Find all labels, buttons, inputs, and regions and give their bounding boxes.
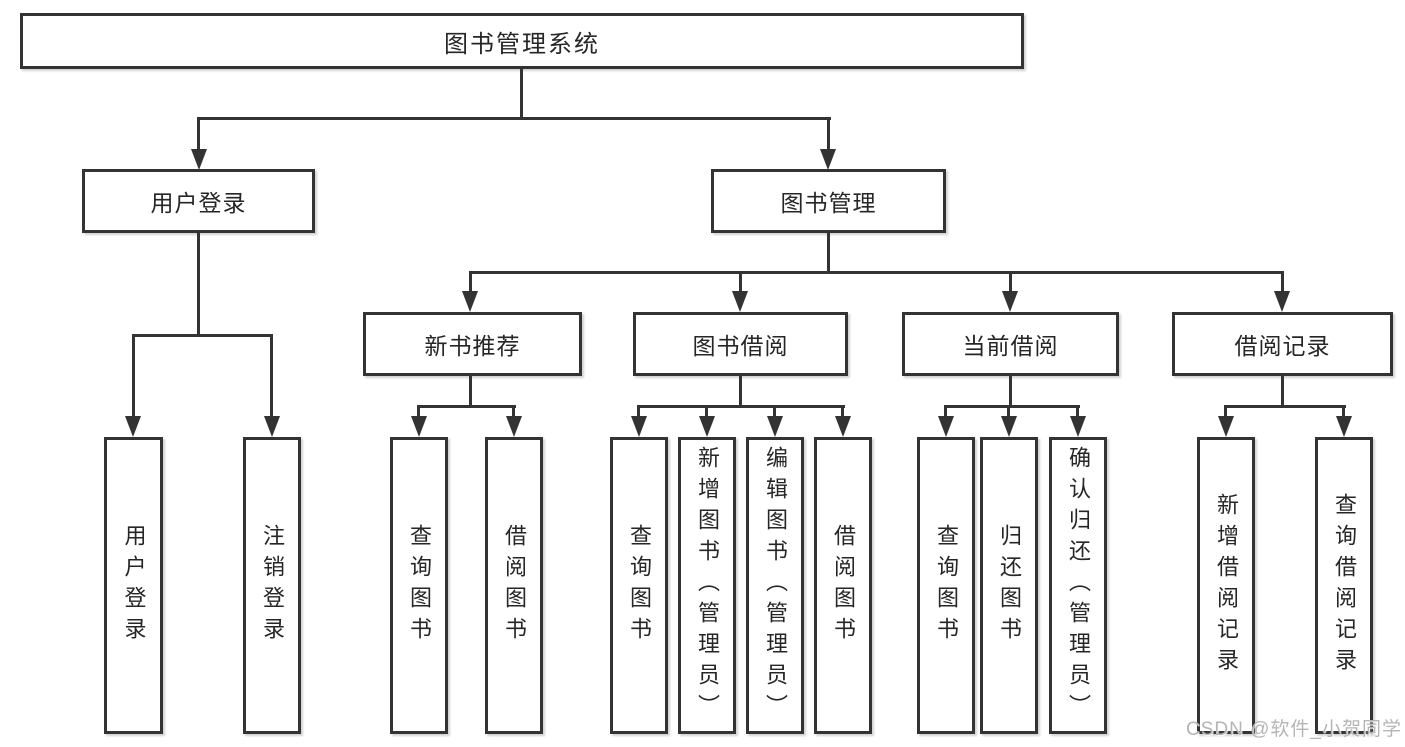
arrowhead-borrow-records xyxy=(1274,291,1290,312)
node-book-borrow-label: 图书借阅 xyxy=(692,333,789,359)
leaf-recommend-borrow-books-label: 借阅图书 xyxy=(502,523,527,648)
node-borrow-records: 借阅记录 xyxy=(1172,312,1393,376)
edge-drop-recommend-borrow xyxy=(512,405,515,418)
edge-current-rail xyxy=(944,405,1080,408)
leaf-borrow-borrow-books-label: 借阅图书 xyxy=(831,523,856,648)
edge-drop-book-management xyxy=(827,117,830,151)
node-borrow-records-label: 借阅记录 xyxy=(1234,333,1331,359)
edge-drop-borrow-records xyxy=(1281,271,1284,293)
edge-records-stem xyxy=(1281,373,1284,408)
node-library-management-system-label: 图书管理系统 xyxy=(444,30,600,58)
edge-user-login-stem xyxy=(197,230,200,336)
leaf-current-query-books-label: 查询图书 xyxy=(934,523,959,648)
node-current-borrow: 当前借阅 xyxy=(902,312,1119,376)
leaf-current-confirm-return-admin-label: 确认归还（管理员） xyxy=(1066,446,1091,725)
edge-drop-user-login xyxy=(197,117,200,151)
leaf-borrow-edit-books-admin-label: 编辑图书（管理员） xyxy=(763,446,788,725)
leaf-current-return-books: 归还图书 xyxy=(980,437,1038,734)
leaf-borrow-add-books-admin: 新增图书（管理员） xyxy=(678,437,736,734)
leaf-borrow-borrow-books: 借阅图书 xyxy=(814,437,872,734)
arrowhead-current-query xyxy=(938,416,954,437)
leaf-recommend-query-books: 查询图书 xyxy=(390,437,448,734)
node-library-management-system: 图书管理系统 xyxy=(20,13,1024,69)
edge-drop-borrow-borrow xyxy=(841,405,844,418)
edge-drop-borrow-edit xyxy=(773,405,776,418)
arrowhead-current-borrow xyxy=(1002,291,1018,312)
leaf-records-add-record-label: 新增借阅记录 xyxy=(1214,492,1239,679)
edge-user-login-rail xyxy=(132,334,273,337)
leaf-records-add-record: 新增借阅记录 xyxy=(1197,437,1255,734)
edge-recommend-stem xyxy=(469,373,472,408)
leaf-current-return-books-label: 归还图书 xyxy=(997,523,1022,648)
arrowhead-user-login xyxy=(191,149,207,170)
arrowhead-borrow-borrow xyxy=(835,416,851,437)
edge-drop-leaf-logout xyxy=(270,334,273,417)
node-new-book-recommend: 新书推荐 xyxy=(363,312,582,376)
edge-root-rail xyxy=(198,117,831,120)
edge-borrow-rail xyxy=(637,405,845,408)
edge-drop-book-borrow xyxy=(739,271,742,293)
edge-drop-new-book-recommend xyxy=(469,271,472,293)
edge-drop-current-borrow xyxy=(1009,271,1012,293)
leaf-logout-label: 注销登录 xyxy=(260,523,285,648)
edge-root-stem xyxy=(520,66,523,120)
edge-current-stem xyxy=(1009,373,1012,408)
node-book-management-label: 图书管理 xyxy=(780,190,877,216)
arrowhead-recommend-query xyxy=(411,416,427,437)
arrowhead-leaf-user-login xyxy=(125,416,141,437)
edge-drop-current-confirm xyxy=(1076,405,1079,418)
arrowhead-book-borrow xyxy=(732,291,748,312)
leaf-current-confirm-return-admin: 确认归还（管理员） xyxy=(1049,437,1107,734)
leaf-user-login-label: 用户登录 xyxy=(121,523,147,648)
arrowhead-book-management xyxy=(820,149,836,170)
arrowhead-new-book-recommend xyxy=(462,291,478,312)
arrowhead-recommend-borrow xyxy=(506,416,522,437)
edge-drop-current-return xyxy=(1007,405,1010,418)
edge-drop-leaf-user-login xyxy=(132,334,135,417)
arrowhead-records-query xyxy=(1336,416,1352,437)
node-new-book-recommend-label: 新书推荐 xyxy=(424,333,521,359)
edge-recommend-rail xyxy=(417,405,516,408)
arrowhead-current-return xyxy=(1001,416,1017,437)
node-book-borrow: 图书借阅 xyxy=(633,312,848,376)
leaf-borrow-edit-books-admin: 编辑图书（管理员） xyxy=(746,437,804,734)
csdn-watermark: CSDN @软件_小贺同学 xyxy=(1186,719,1402,740)
leaf-recommend-borrow-books: 借阅图书 xyxy=(485,437,543,734)
leaf-logout: 注销登录 xyxy=(243,437,301,734)
leaf-recommend-query-books-label: 查询图书 xyxy=(407,523,432,648)
edge-drop-records-add xyxy=(1224,405,1227,418)
edge-drop-borrow-query xyxy=(637,405,640,418)
edge-drop-current-query xyxy=(944,405,947,418)
arrowhead-borrow-add xyxy=(699,416,715,437)
edge-drop-recommend-query xyxy=(417,405,420,418)
arrowhead-leaf-logout xyxy=(264,416,280,437)
node-user-login-label: 用户登录 xyxy=(150,190,247,216)
edge-drop-borrow-add xyxy=(705,405,708,418)
edge-borrow-stem xyxy=(739,373,742,408)
node-user-login: 用户登录 xyxy=(82,169,315,233)
edge-book-management-rail xyxy=(469,271,1284,274)
node-current-borrow-label: 当前借阅 xyxy=(962,333,1059,359)
arrowhead-borrow-edit xyxy=(767,416,783,437)
leaf-records-query-record: 查询借阅记录 xyxy=(1315,437,1373,734)
edge-drop-records-query xyxy=(1342,405,1345,418)
leaf-current-query-books: 查询图书 xyxy=(917,437,975,734)
edge-book-management-stem xyxy=(827,230,830,274)
arrowhead-borrow-query xyxy=(631,416,647,437)
edge-records-rail xyxy=(1224,405,1346,408)
leaf-user-login: 用户登录 xyxy=(104,437,163,734)
leaf-borrow-query-books: 查询图书 xyxy=(610,437,668,734)
node-book-management: 图书管理 xyxy=(711,169,946,233)
arrowhead-records-add xyxy=(1218,416,1234,437)
leaf-borrow-add-books-admin-label: 新增图书（管理员） xyxy=(695,446,720,725)
leaf-borrow-query-books-label: 查询图书 xyxy=(627,523,652,648)
leaf-records-query-record-label: 查询借阅记录 xyxy=(1332,492,1357,679)
arrowhead-current-confirm xyxy=(1070,416,1086,437)
